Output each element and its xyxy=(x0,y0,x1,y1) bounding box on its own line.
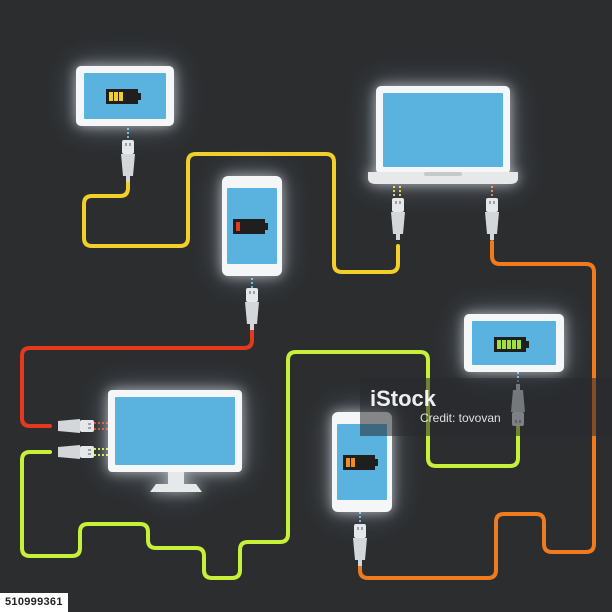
cable-yellow xyxy=(82,152,400,274)
battery-icon xyxy=(233,219,268,234)
cable-red xyxy=(20,320,254,428)
stock-id: 510999361 xyxy=(0,593,68,612)
watermark-brand: iStock xyxy=(370,386,437,411)
battery-icon xyxy=(106,89,141,104)
usb-plug-icon xyxy=(58,419,94,433)
watermark-credit: Credit: tovovan xyxy=(420,411,501,425)
battery-icon xyxy=(494,337,529,352)
usb-plug-icon xyxy=(245,288,259,330)
usb-plug-icon xyxy=(353,524,367,566)
usb-plug-icon xyxy=(58,445,94,459)
battery-icon xyxy=(343,455,378,470)
monitor xyxy=(108,390,242,492)
laptop xyxy=(368,86,518,184)
usb-plug-icon xyxy=(391,198,405,240)
watermark: iStock Credit: tovovan xyxy=(360,378,612,436)
usb-plug-icon xyxy=(485,198,499,240)
usb-plug-icon xyxy=(121,140,135,182)
cable-lime xyxy=(20,350,520,580)
cable-orange xyxy=(358,240,596,580)
